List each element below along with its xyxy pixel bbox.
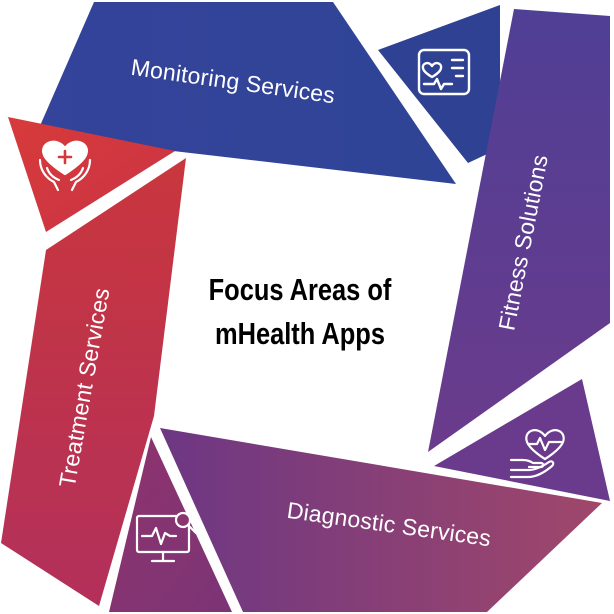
fitness-band xyxy=(428,9,610,452)
diagram-title: Focus Areas of mHealth Apps xyxy=(177,268,423,356)
title-line-1: Focus Areas of xyxy=(208,272,392,307)
monitoring-band xyxy=(36,2,456,184)
computer-diagnostic-icon xyxy=(137,513,196,561)
diagnostic-band xyxy=(160,428,602,612)
heart-care-hands-icon xyxy=(40,142,90,190)
treatment-band xyxy=(1,158,186,606)
title-line-2: mHealth Apps xyxy=(215,316,385,351)
diagnostic-icon-block xyxy=(109,437,232,612)
heart-monitor-icon xyxy=(419,50,469,94)
heart-hand-icon xyxy=(511,430,564,477)
fitness-icon-block xyxy=(434,379,610,501)
